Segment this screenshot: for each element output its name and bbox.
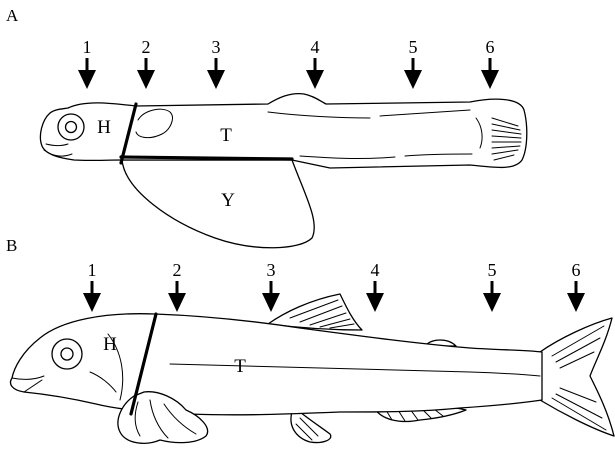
larva-body [40, 94, 526, 168]
panel-b-label: B [6, 236, 17, 255]
juvenile-body [11, 314, 543, 415]
region-label-head: H [97, 117, 111, 138]
arrow-a-5: 5 [404, 37, 422, 89]
arrow-number: 6 [486, 37, 495, 57]
arrow-number: 5 [409, 37, 418, 57]
arrow-a-2: 2 [137, 37, 155, 89]
arrow-a-1: 1 [78, 37, 96, 89]
arrow-number: 2 [173, 260, 182, 280]
arrow-a-6: 6 [481, 37, 499, 89]
arrow-number: 4 [311, 37, 320, 57]
region-label-head: H [103, 334, 117, 355]
arrow-number: 5 [488, 260, 497, 280]
arrow-a-3: 3 [207, 37, 225, 89]
region-label-trunk: T [234, 356, 246, 377]
arrow-b-3: 3 [262, 260, 280, 312]
panel-a-label: A [6, 6, 19, 25]
trunk-yolk-boundary [121, 157, 292, 159]
juvenile-fish-drawing [11, 294, 615, 443]
arrow-number: 1 [83, 37, 92, 57]
region-label-trunk: T [220, 125, 232, 146]
panel-a: A 1 2 3 4 5 [6, 6, 527, 248]
region-label-yolk: Y [221, 190, 235, 211]
pelvic-fin [291, 412, 331, 443]
arrow-number: 1 [88, 260, 97, 280]
larva-drawing [40, 94, 526, 248]
arrow-number: 3 [212, 37, 221, 57]
arrow-b-5: 5 [483, 260, 501, 312]
arrow-b-4: 4 [366, 260, 384, 312]
panel-b: B 1 2 3 4 5 [6, 236, 614, 443]
arrow-number: 3 [267, 260, 276, 280]
yolk-sac [122, 160, 314, 248]
arrow-b-6: 6 [567, 260, 585, 312]
arrow-a-4: 4 [306, 37, 324, 89]
panel-a-arrows: 1 2 3 4 5 [78, 37, 499, 89]
arrow-number: 4 [371, 260, 380, 280]
arrow-b-1: 1 [83, 260, 101, 312]
caudal-fin [540, 318, 614, 436]
arrow-b-2: 2 [168, 260, 186, 312]
arrow-number: 6 [572, 260, 581, 280]
arrow-number: 2 [142, 37, 151, 57]
